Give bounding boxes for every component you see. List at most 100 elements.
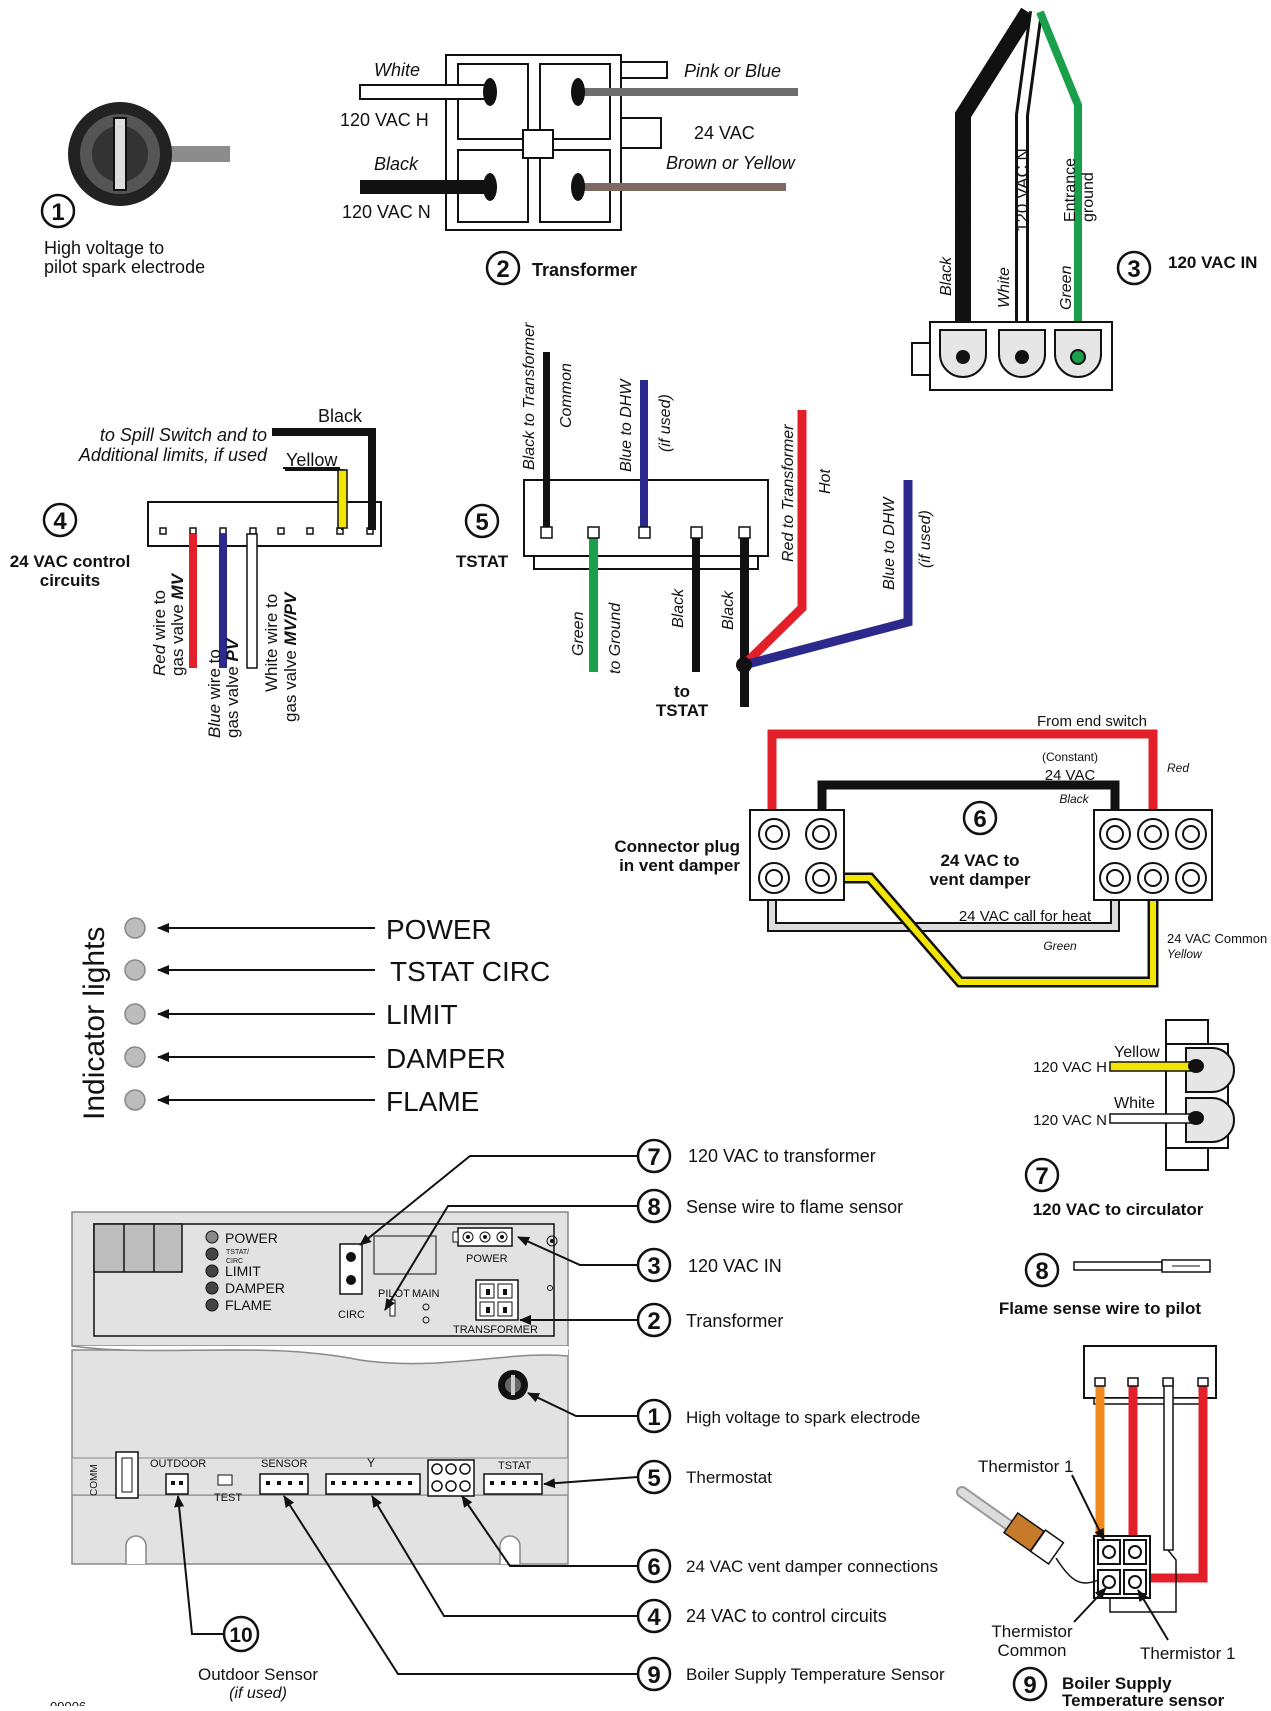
callout-circle-1b — [636, 1398, 672, 1434]
sensor-thermistor-common-line2: Common — [998, 1641, 1067, 1660]
board-outdoor-label: OUTDOOR — [150, 1458, 206, 1470]
callout-number-1b: 1 — [647, 1404, 660, 1431]
callout-number-2b: 2 — [647, 1308, 660, 1335]
blue-wire-pv-label: PV — [223, 637, 242, 661]
svg-text:gas valve PV: gas valve PV — [223, 637, 242, 738]
damper-red-label: Red — [1167, 761, 1189, 775]
callout-number-8: 8 — [647, 1194, 660, 1221]
callout-9: 9 Boiler Supply Temperature Sensor — [636, 1656, 945, 1692]
callout-2: 2 Transformer — [636, 1302, 783, 1338]
tstat-black-label-2: Black — [720, 590, 737, 630]
callout-number-3: 3 — [1127, 256, 1140, 283]
callout-1: 1 High voltage to spark electrode — [636, 1398, 920, 1434]
indicator-damper: DAMPER — [124, 1043, 506, 1074]
callout-circle-5 — [464, 503, 500, 539]
callout-3: 3 120 VAC IN — [636, 1247, 782, 1283]
section-2-transformer: White 120 VAC H Black 120 VAC N Pink or … — [340, 54, 798, 286]
tstat-red-wire — [740, 410, 807, 669]
white-wire-label: White wire to — [262, 594, 281, 692]
sensor-white-wire — [1163, 1379, 1174, 1551]
tstat-hot-label: Hot — [817, 469, 834, 494]
damper-call-heat-label: 24 VAC call for heat — [959, 908, 1092, 925]
damper-24vac-label: 24 VAC — [1045, 767, 1096, 784]
callout-label-5: Thermostat — [686, 1468, 772, 1487]
callout-circle-3b — [636, 1247, 672, 1283]
callout-number-5b: 5 — [647, 1465, 660, 1492]
vac-in-black-wire — [955, 7, 1035, 355]
callout-circle-4 — [42, 502, 78, 538]
tstat-blue-dhw-label: Blue to DHW — [618, 378, 635, 472]
transformer-brown-yellow-label: Brown or Yellow — [666, 153, 796, 173]
svg-text:gas valve MV/PV: gas valve MV/PV — [281, 591, 300, 722]
transformer-black-label: Black — [374, 154, 419, 174]
board-power-conn-label: POWER — [466, 1253, 508, 1265]
callout-circle-10 — [222, 1615, 260, 1653]
board-sensor-connector — [259, 1473, 309, 1495]
board-y-label: Y — [367, 1456, 375, 1470]
damper-common-label: 24 VAC Common — [1167, 931, 1267, 946]
indicator-label: LIMIT — [386, 999, 458, 1030]
tstat-black-wire-1 — [692, 530, 700, 672]
damper-black-wire — [817, 780, 1120, 832]
callout-number-7: 7 — [647, 1144, 660, 1171]
callout-number-10: 10 — [229, 1624, 252, 1647]
callout-circle-7b — [1024, 1157, 1060, 1193]
sensor-thermistor1-label-a: Thermistor 1 — [978, 1457, 1073, 1476]
callout-number-2: 2 — [496, 256, 509, 283]
callout-circle-6b — [636, 1548, 672, 1584]
control-white-wire — [246, 533, 258, 669]
vac-in-black-label: Black — [938, 256, 955, 296]
damper-black-label: Black — [1059, 792, 1089, 806]
callout-label-7: 120 VAC to transformer — [688, 1146, 876, 1166]
vac-in-ground-label-line1: Entrance — [1062, 158, 1079, 222]
control-title-line1: 24 VAC control — [10, 552, 131, 571]
section-9-supply-sensor: Thermistor 1 Thermistor Common Thermisto… — [956, 1345, 1235, 1710]
sensor-orange-wire — [1095, 1380, 1112, 1554]
indicator-tstat-circ: TSTAT CIRC — [124, 956, 550, 987]
tstat-black-label-1: Black — [670, 588, 687, 628]
section-3-120vac-in: 120 VAC H 120 VAC N Entrance ground Blac… — [911, 7, 1257, 391]
section-6-vent-damper: From end switch (Constant) 24 VAC Black … — [614, 713, 1267, 988]
transformer-white-label: White — [374, 60, 420, 80]
callout-circle-2 — [485, 250, 521, 286]
callout-number-5: 5 — [475, 509, 488, 536]
tstat-to-ground-label: to Ground — [607, 602, 624, 674]
vac-in-120vac-h-label: 120 VAC H — [954, 156, 973, 240]
blue-wire-label-a: Blue — [205, 704, 224, 738]
brown-yellow-wire — [578, 183, 786, 191]
control-yellow-label: Yellow — [286, 450, 338, 470]
callout-circle-9 — [636, 1656, 672, 1692]
callout-number-9b: 9 — [1023, 1672, 1036, 1699]
board-circ-connector — [339, 1243, 363, 1295]
vac-in-ground-label-line2: ground — [1080, 172, 1097, 222]
white-wire — [359, 84, 491, 100]
callout-number-1: 1 — [51, 199, 64, 226]
red-wire-label-a: Red — [150, 644, 169, 676]
callout-8: 8 Sense wire to flame sensor — [636, 1188, 903, 1224]
callout-labels: 7 120 VAC to transformer 8 Sense wire to… — [198, 1138, 945, 1702]
damper-title-line1: 24 VAC to — [940, 851, 1019, 870]
transformer-24vac-label: 24 VAC — [694, 123, 755, 143]
board-circ-label: CIRC — [338, 1309, 365, 1321]
damper-red-wire — [767, 729, 1158, 832]
callout-circle-5b — [636, 1459, 672, 1495]
indicator-light-icon — [124, 917, 146, 939]
spark-caption-line1: High voltage to — [44, 238, 164, 258]
damper-green-label: Green — [1043, 939, 1077, 953]
board-outdoor-connector — [165, 1473, 189, 1495]
callout-circle-4b — [636, 1598, 672, 1634]
vac-in-title: 120 VAC IN — [1168, 253, 1257, 272]
circulator-120vac-h-label: 120 VAC H — [1033, 1059, 1107, 1076]
control-black-wire — [272, 428, 376, 530]
indicator-label: DAMPER — [386, 1043, 506, 1074]
sensor-red-wire-2 — [1138, 1380, 1208, 1583]
board-damper-label: DAMPER — [225, 1280, 285, 1296]
white-wire-valve-label: gas valve — [281, 645, 300, 722]
indicator-power: POWER — [124, 914, 492, 945]
tstat-red-transformer-label: Red to Transformer — [780, 424, 797, 562]
tstat-black-transformer-wire — [543, 352, 550, 532]
section-7-circulator: Yellow 120 VAC H White 120 VAC N 7 120 V… — [1024, 1019, 1235, 1219]
indicator-limit: LIMIT — [124, 999, 458, 1030]
white-wire-mvpv-label: MV/PV — [281, 591, 300, 646]
